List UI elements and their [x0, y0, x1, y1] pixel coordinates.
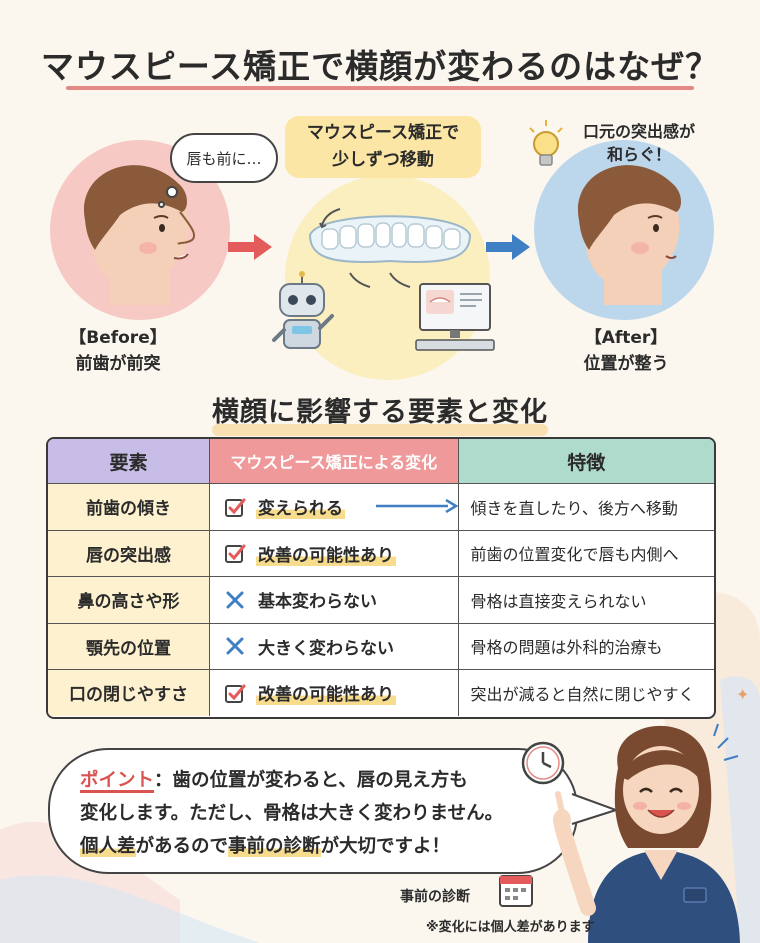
aligner-illustration [308, 208, 472, 288]
doctor-illustration [553, 723, 740, 943]
after-note-line: 口元の突出感が [582, 122, 695, 141]
table-header-row: 要素 マウスピース矯正による変化 特徴 [48, 439, 714, 483]
after-caption: 【After】 位置が整う [556, 325, 696, 377]
check-icon [224, 684, 246, 703]
calendar-icon [499, 875, 533, 907]
arrow-right-icon [486, 234, 530, 260]
table-cell-element: 口の閉じやすさ [48, 670, 209, 716]
point-label: ポイント [80, 770, 155, 791]
before-face-illustration [83, 165, 196, 305]
change-value: 大きく変わらない [257, 638, 394, 659]
speech-line-text: があるので [135, 836, 229, 857]
before-caption-label: 【Before】 [69, 328, 167, 348]
table-row: 唇の突出感 改善の可能性あり 前歯の位置変化で唇も内側へ [48, 529, 714, 576]
change-value: 改善の可能性あり [255, 540, 396, 566]
thought-bubble: 唇も前に… [170, 133, 278, 183]
computer-monitor-icon [415, 283, 495, 351]
table-header-cell: マウスピース矯正による変化 [209, 439, 458, 483]
svg-text:✦: ✦ [736, 685, 749, 704]
cross-icon [226, 591, 244, 609]
robot-icon [272, 271, 334, 349]
table-cell-element: 前歯の傾き [48, 484, 209, 530]
section-title: 横顔に影響する要素と変化 [212, 397, 548, 428]
table-cell-feature: 突出が減ると自然に閉じやすく [457, 670, 714, 716]
table-row: 口の閉じやすさ 改善の可能性あり 突出が減ると自然に閉じやすく [48, 669, 714, 716]
after-note-line: 和らぐ！ [606, 145, 671, 164]
cross-icon [226, 637, 244, 655]
speech-highlight: 事前の診断 [228, 836, 321, 857]
arrow-right-icon [376, 499, 458, 513]
arrow-right-icon [228, 234, 272, 260]
after-face-illustration [577, 165, 681, 305]
title-underline [66, 86, 694, 90]
comparison-table: 要素 マウスピース矯正による変化 特徴 前歯の傾き 変えられる 傾きを直したり、… [46, 437, 716, 719]
table-row: 顎先の位置 大きく変わらない 骨格の問題は外科的治療も [48, 622, 714, 669]
after-note: 口元の突出感が 和らぐ！ [572, 120, 706, 166]
thought-bubble-dot [158, 201, 165, 208]
table-cell-change: 変えられる [208, 484, 458, 530]
table-row: 前歯の傾き 変えられる 傾きを直したり、後方へ移動 [48, 483, 714, 530]
lightbulb-icon [529, 120, 563, 166]
table-cell-element: 鼻の高さや形 [48, 577, 209, 623]
table-row: 鼻の高さや形 基本変わらない 骨格は直接変えられない [48, 576, 714, 623]
table-header-cell: 要素 [48, 439, 210, 483]
speech-text: ポイント：歯の位置が変わると、唇の見え方も 変化します。ただし、骨格は大きく変わ… [80, 764, 560, 863]
speech-highlight: 個人差 [80, 836, 136, 857]
speech-line: ポイント：歯の位置が変わると、唇の見え方も [80, 764, 560, 797]
page-title: マウスピース矯正で横顔が変わるのはなぜ？ [40, 47, 720, 86]
speech-line-text: が大切ですよ！ [320, 836, 451, 857]
before-caption-text: 前歯が前突 [75, 354, 161, 374]
table-cell-element: 唇の突出感 [48, 530, 209, 576]
thought-bubble-dot [166, 186, 178, 198]
table-cell-change: 基本変わらない [208, 577, 458, 623]
after-caption-label: 【After】 [584, 328, 668, 348]
before-caption: 【Before】 前歯が前突 [48, 325, 188, 377]
section-title-highlight [212, 424, 548, 436]
table-cell-feature: 傾きを直したり、後方へ移動 [457, 484, 714, 530]
table-header-cell: 特徴 [457, 439, 714, 483]
change-value: 基本変わらない [257, 592, 377, 613]
table-cell-feature: 骨格の問題は外科的治療も [457, 623, 714, 669]
clock-icon [521, 741, 565, 785]
table-cell-feature: 前歯の位置変化で唇も内側へ [457, 530, 714, 576]
table-cell-change: 改善の可能性あり [208, 530, 458, 576]
footnote: ※変化には個人差があります [426, 920, 595, 935]
table-cell-feature: 骨格は直接変えられない [457, 577, 714, 623]
center-note-line: マウスピース矯正で [306, 123, 460, 143]
speech-line: 個人差があるので事前の診断が大切ですよ！ [80, 830, 560, 863]
check-icon [224, 498, 246, 517]
table-cell-change: 大きく変わらない [208, 623, 458, 669]
table-cell-element: 顎先の位置 [48, 623, 209, 669]
after-caption-text: 位置が整う [583, 354, 669, 374]
center-note: マウスピース矯正で 少しずつ移動 [285, 116, 481, 178]
center-note-line: 少しずつ移動 [332, 150, 434, 170]
change-value: 変えられる [255, 494, 345, 520]
check-icon [224, 544, 246, 564]
calendar-label: 事前の診断 [400, 889, 470, 905]
speech-line-text: ：歯の位置が変わると、唇の見え方も [154, 770, 468, 791]
change-value: 改善の可能性あり [255, 680, 396, 706]
table-cell-change: 改善の可能性あり [208, 670, 458, 716]
speech-line: 変化します。ただし、骨格は大きく変わりません。 [80, 803, 504, 824]
